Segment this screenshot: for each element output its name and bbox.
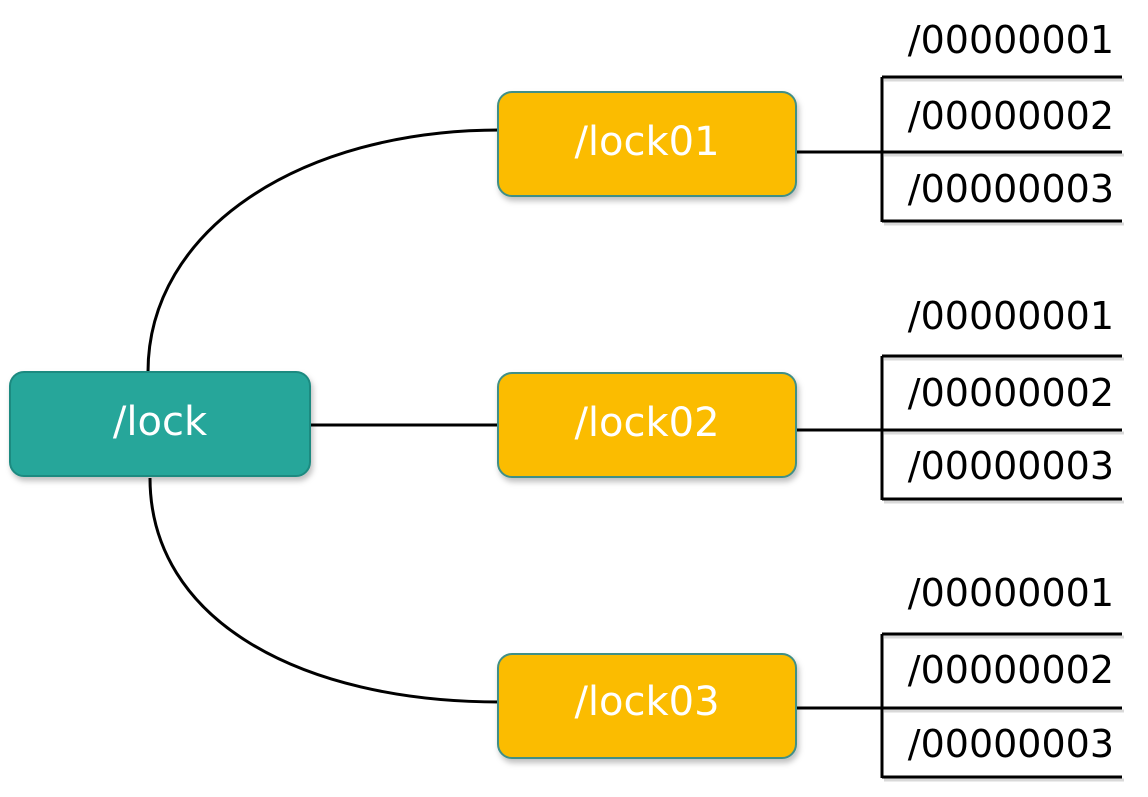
sequence-item: /00000003	[908, 444, 1114, 488]
child-node-box	[497, 91, 797, 197]
child-node-box	[497, 653, 797, 759]
child-node-label: /lock01	[574, 119, 719, 165]
sequence-list-lock02: /00000001 /00000002 /00000003	[880, 294, 1124, 504]
child-node-lock02: /lock02	[497, 372, 797, 478]
sequence-item: /00000003	[908, 167, 1114, 211]
root-node: /lock	[9, 371, 311, 477]
sequence-list-lock01: /00000001 /00000002 /00000003	[880, 18, 1124, 226]
child-node-lock01: /lock01	[497, 91, 797, 197]
sequence-item: /00000002	[908, 371, 1114, 415]
child-node-box	[497, 372, 797, 478]
sequence-item: /00000001	[908, 294, 1114, 338]
sequence-item: /00000003	[908, 722, 1114, 766]
sequence-item: /00000001	[908, 571, 1114, 615]
sequence-item: /00000002	[908, 94, 1114, 138]
connector-root-lock01	[146, 128, 501, 373]
sequence-item: /00000002	[908, 648, 1114, 692]
connector-root-lock03	[148, 477, 501, 704]
root-node-label: /lock	[113, 399, 208, 445]
child-node-label: /lock02	[574, 400, 719, 446]
sequence-item: /00000001	[908, 18, 1114, 62]
root-node-box	[9, 371, 311, 477]
child-node-label: /lock03	[574, 679, 719, 725]
child-node-lock03: /lock03	[497, 653, 797, 759]
sequence-list-lock03: /00000001 /00000002 /00000003	[880, 571, 1124, 782]
